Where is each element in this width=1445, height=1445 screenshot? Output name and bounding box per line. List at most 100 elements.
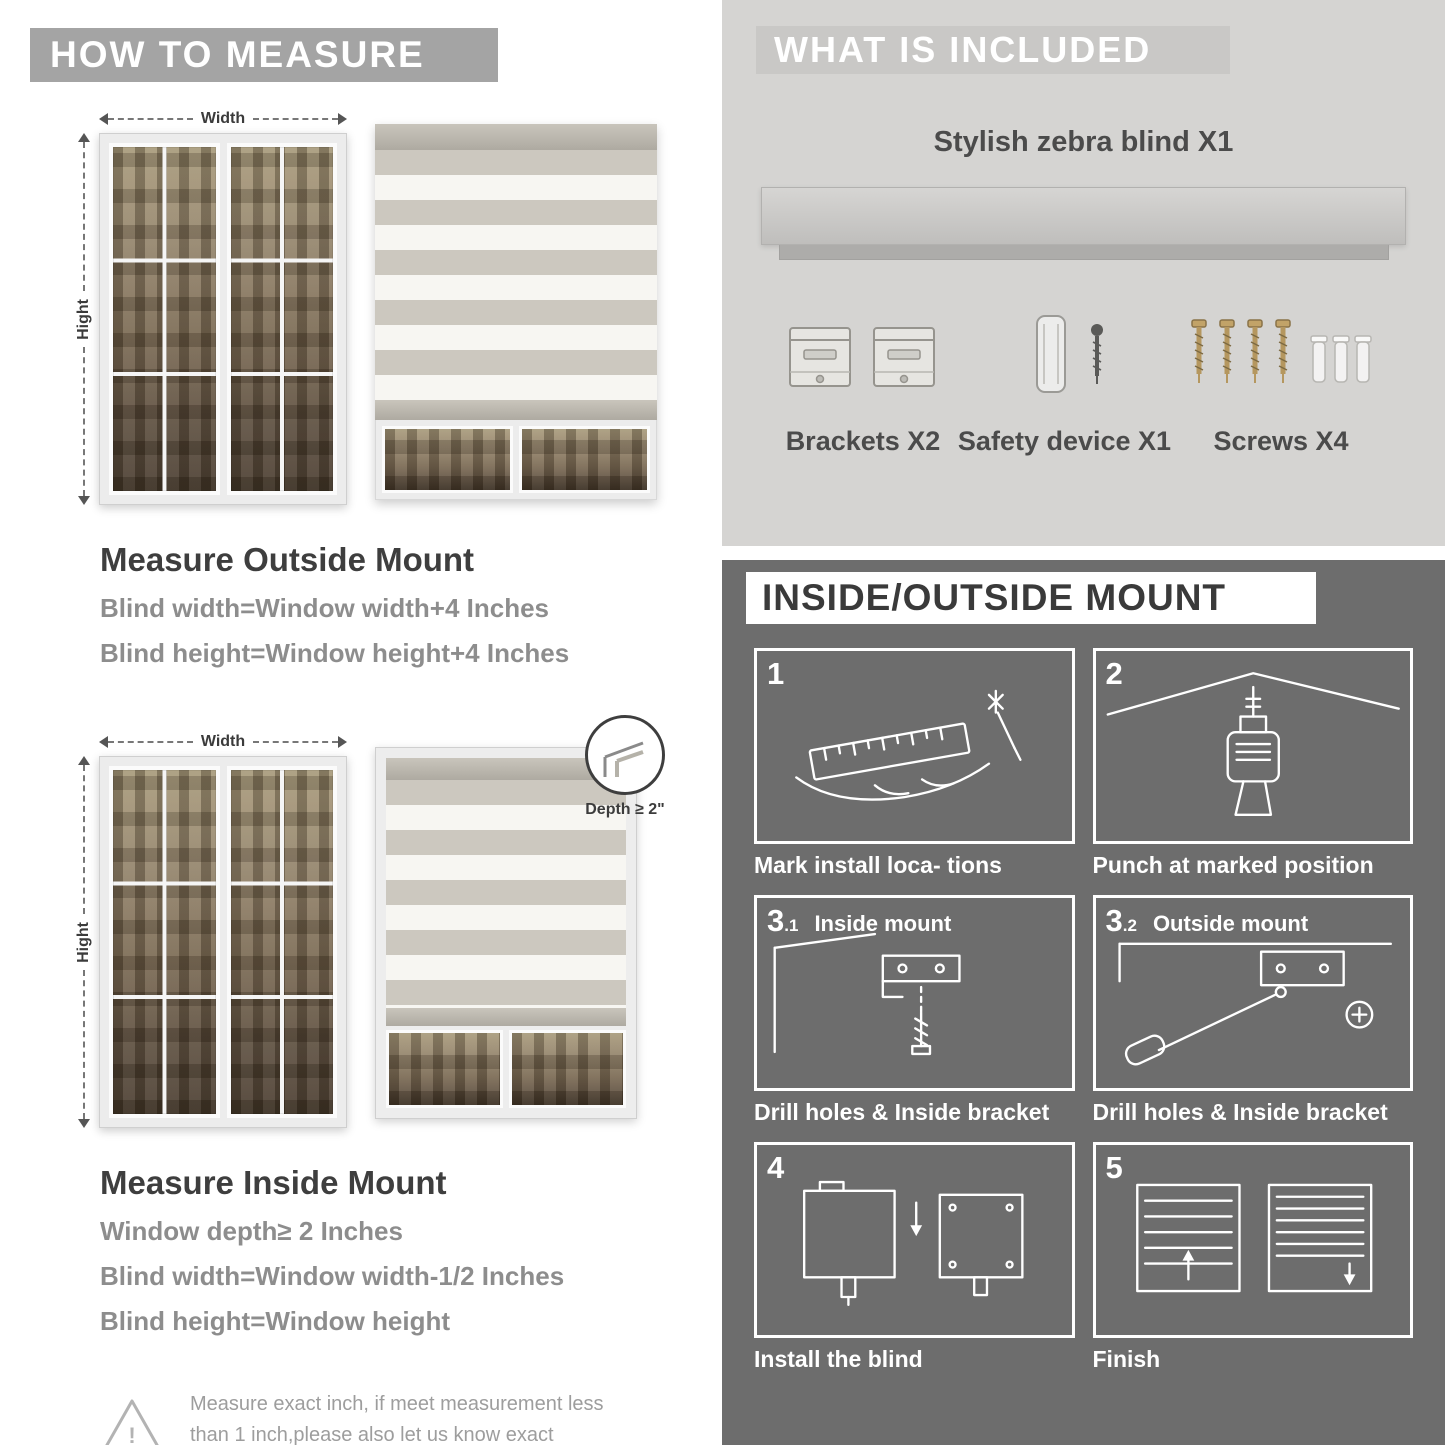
arrow-right-icon xyxy=(338,736,347,748)
step-5: 5 xyxy=(1092,1142,1413,1373)
blind-headrail xyxy=(386,758,626,780)
step-caption: Mark install loca- tions xyxy=(754,852,1002,878)
safety-device-label: Safety device X1 xyxy=(957,426,1172,456)
step-3-1-panel: 3 .1 Inside mount xyxy=(754,895,1075,1091)
step-3-1: 3 .1 Inside mount xyxy=(754,895,1075,1126)
step-1-panel: 1 xyxy=(754,648,1075,844)
step-2-panel: 2 xyxy=(1092,648,1413,844)
window-corner-icon xyxy=(603,741,644,777)
arrow-left-icon xyxy=(99,113,108,125)
window-reveal xyxy=(386,1026,626,1108)
brackets-label: Brackets X2 xyxy=(785,426,941,456)
window-sash xyxy=(226,143,337,495)
exclamation-glyph: ! xyxy=(128,1423,136,1445)
drill-icon xyxy=(1106,672,1400,816)
window-photo xyxy=(99,756,347,1128)
step-caption: Drill holes & Inside bracket xyxy=(1092,1099,1388,1125)
window-sash xyxy=(109,143,220,495)
arrow-up-icon xyxy=(78,756,90,765)
how-to-measure-banner: HOW TO MEASURE xyxy=(30,28,498,82)
step-caption: Punch at marked position xyxy=(1092,852,1374,878)
height-arrow: Hight xyxy=(72,756,96,1128)
arrow-left-icon xyxy=(99,736,108,748)
step-caption: Drill holes & Inside bracket xyxy=(754,1099,1050,1125)
inside-mount-line: Window depth≥ 2 Inches xyxy=(100,1216,403,1246)
width-arrow: Width xyxy=(99,108,347,130)
window-measure-illustration-outside: Width Hight xyxy=(72,108,347,505)
zebra-stripes xyxy=(375,150,657,400)
window-photo xyxy=(99,133,347,505)
inside-mount-line: Blind width=Window width-1/2 Inches xyxy=(100,1261,565,1291)
window-measure-illustration-inside: Width Hight xyxy=(72,731,347,1128)
blind-headrail xyxy=(375,124,657,150)
step-5-panel: 5 xyxy=(1092,1142,1413,1338)
step-number: 2 xyxy=(1105,656,1123,691)
height-arrow: Hight xyxy=(72,133,96,505)
arrow-up-icon xyxy=(78,133,90,142)
window-sash xyxy=(109,766,220,1118)
screws-label: Screws X4 xyxy=(1213,426,1349,456)
brackets-icon xyxy=(789,327,935,387)
height-label: Hight xyxy=(75,921,92,963)
screws-icon xyxy=(1181,310,1372,410)
depth-label: Depth ≥ 2" xyxy=(585,801,665,818)
step-3-2: 3 .2 Outside mount xyxy=(1092,895,1413,1126)
step-4-panel: 4 xyxy=(754,1142,1075,1338)
step-1: 1 xyxy=(754,648,1075,879)
step-4: 4 xyxy=(754,1142,1075,1373)
install-blind-icon xyxy=(802,1180,1024,1307)
step-2: 2 Punch at marked position xyxy=(1092,648,1413,879)
inside-mount-figures: Width Hight xyxy=(72,715,706,1128)
zebra-stripes xyxy=(386,780,626,1008)
blind-bottomrail xyxy=(386,1008,626,1026)
depth-zoom-circle xyxy=(585,715,665,795)
step-caption: Install the blind xyxy=(754,1346,923,1372)
window-frame xyxy=(375,747,637,1119)
zebra-blind-outside-illustration xyxy=(375,124,657,500)
outside-mount-line: Blind height=Window height+4 Inches xyxy=(100,638,570,668)
safety-device-icon xyxy=(1036,315,1104,393)
step-number: 5 xyxy=(1105,1150,1123,1185)
step-number: 3 xyxy=(767,903,785,938)
arrow-down-icon xyxy=(78,496,90,505)
blind-headrail-image xyxy=(761,187,1406,245)
warning-icon: ! xyxy=(100,1397,164,1445)
outside-mount-line: Blind width=Window width+4 Inches xyxy=(100,593,549,623)
step-number: 1 xyxy=(767,656,785,691)
included-item-screws: Screws X4 xyxy=(1181,306,1381,457)
mount-steps-section: INSIDE/OUTSIDE MOUNT 1 xyxy=(722,560,1445,1445)
included-item-brackets: Brackets X2 xyxy=(778,306,948,457)
included-items-row: Brackets X2 Safety device X1 xyxy=(778,306,1381,457)
what-is-included-banner: WHAT IS INCLUDED xyxy=(756,26,1230,74)
width-arrow: Width xyxy=(99,731,347,753)
warning-text: Measure exact inch, if meet measurement … xyxy=(190,1393,604,1445)
inside-mount-heading: Measure Inside Mount xyxy=(100,1164,447,1201)
finished-blinds-icon xyxy=(1135,1183,1372,1293)
window-sash xyxy=(226,766,337,1118)
outside-mount-heading: Measure Outside Mount xyxy=(100,541,475,578)
blind-headrail-bottom xyxy=(778,245,1389,260)
blind-item-label: Stylish zebra blind X1 xyxy=(933,126,1234,158)
depth-callout: Depth ≥ 2" xyxy=(561,715,689,819)
how-to-measure-section: HOW TO MEASURE Width Hight xyxy=(0,0,706,1445)
arrow-down-icon xyxy=(78,1119,90,1128)
step-number: 3 xyxy=(1105,903,1123,938)
what-is-included-section: WHAT IS INCLUDED Stylish zebra blind X1 xyxy=(722,0,1445,546)
ruler-marking-icon xyxy=(795,689,1022,801)
step-caption: Finish xyxy=(1092,1346,1161,1372)
outside-mount-figures: Width Hight xyxy=(72,108,706,505)
blind-bottomrail xyxy=(375,400,657,420)
zebra-blind-inside-illustration: Depth ≥ 2" xyxy=(375,715,675,1119)
mount-steps-grid: 1 xyxy=(754,648,1413,1373)
arrow-right-icon xyxy=(338,113,347,125)
measure-warning-note: ! Measure exact inch, if meet measuremen… xyxy=(100,1389,660,1445)
outside-bracket-screwdriver-icon xyxy=(1117,942,1392,1066)
width-label: Width xyxy=(200,733,246,750)
step-3-2-panel: 3 .2 Outside mount xyxy=(1092,895,1413,1091)
window-reveal xyxy=(375,420,657,500)
inside-bracket-screw-icon xyxy=(773,932,961,1056)
included-item-safety-device: Safety device X1 xyxy=(958,306,1171,457)
how-to-measure-title: HOW TO MEASURE xyxy=(50,34,425,75)
mount-title: INSIDE/OUTSIDE MOUNT xyxy=(762,577,1227,618)
